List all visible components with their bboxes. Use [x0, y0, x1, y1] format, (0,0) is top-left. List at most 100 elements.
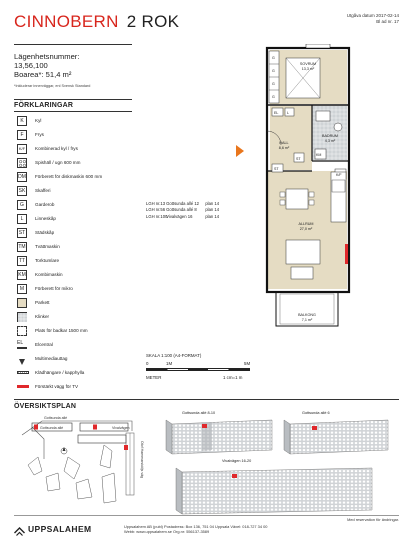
street-label: Gottsunda allé [44, 416, 67, 420]
legend-label: Elcentral [35, 342, 53, 347]
legend-label: Förberett för diskmaskin 600 mm [35, 174, 103, 179]
tv-wall-icon [17, 385, 29, 388]
brand-name: UPPSALAHEM [28, 524, 92, 534]
legend-code: L [17, 214, 27, 224]
legend-item: Klinker [14, 312, 119, 324]
plan-code: ST [296, 157, 301, 161]
sheet-number: Bl ad nr. 17 [376, 18, 399, 24]
bathtub-icon [17, 326, 27, 336]
legend-rule [14, 111, 132, 112]
plan-code: G [272, 95, 275, 99]
legend-code: EL [17, 340, 24, 346]
legend-item: Multimediauttag [14, 354, 119, 366]
unit-number-label: Lägenhetsnummer: [14, 52, 80, 61]
stove-icon [17, 158, 27, 168]
legend-code: SK [17, 186, 27, 196]
legend-code: K [17, 116, 27, 126]
legend-label: Plats för badkar 1500 mm [35, 328, 88, 333]
legend-item: M Förberett för mikro [14, 284, 119, 296]
room-area: 4,3 m² [325, 139, 336, 143]
plan-code: L [287, 111, 289, 115]
legend-item: K/F Kombinerad kyl / frys [14, 144, 119, 156]
legend-item: EL Elcentral [14, 340, 119, 352]
scale-tick: 5M [244, 361, 251, 366]
plan-code: G [272, 82, 275, 86]
legend-item: L Linneskåp [14, 214, 119, 226]
scale-graphic [146, 368, 250, 371]
legend-label: Klinker [35, 314, 50, 319]
site-plan: Gottsunda allé Gottsunda allé Vivalvägen… [14, 413, 149, 518]
legend-label: Spishäll / ugn 600 mm [35, 160, 81, 165]
legend-item: G Garderob [14, 200, 119, 212]
legend-code: G [17, 200, 27, 210]
legend-label: Klädhängare / kapphylla [35, 370, 85, 375]
room-area: 13,3 m² [302, 67, 315, 71]
parquet-swatch [17, 298, 27, 308]
unit-info: Lägenhetsnummer: 13,56,100 Boarea*: 51,4… [14, 52, 79, 79]
legend-label: Torktumlare [35, 258, 59, 263]
contact-info: Uppsalahem AB (publ) Postadress: Box 136… [124, 524, 267, 535]
room-name: ALLRUM [299, 222, 314, 226]
legend-code: K/F [17, 144, 27, 154]
legend-label: Frys [35, 132, 44, 137]
legend-label: Skafferi [35, 188, 51, 193]
issue-date: Utgåva datum 2017-02-14 [346, 13, 399, 18]
plan-code: KM [316, 153, 321, 157]
scale-tick: 1M [166, 361, 173, 366]
plan-code: G [272, 56, 275, 60]
plan-code: K/F [336, 173, 342, 177]
legend-label: Multimediauttag [35, 356, 68, 361]
media-outlet-icon [17, 354, 27, 365]
legend-item: Förstärkt vägg för TV [14, 382, 119, 394]
title-rule [14, 44, 132, 45]
room-area: 27,0 m² [300, 227, 313, 231]
legend-code: ST [17, 228, 27, 238]
overview-rule [14, 399, 399, 400]
legend-label: Förberett för mikro [35, 286, 73, 291]
legend-label: Städskåp [35, 230, 55, 235]
unit-area: Boarea*: 51,4 m² [14, 70, 72, 79]
legend-label: Tvättmaskin [35, 244, 60, 249]
unit-numbers: 13,56,100 [14, 61, 48, 70]
project-name: CINNOBERN [14, 12, 119, 31]
room-area: 7,1 m² [302, 318, 313, 322]
footer-rule [14, 515, 399, 516]
legend-item: Parkett [14, 298, 119, 310]
legend-code: M [17, 284, 27, 294]
scale-title: SKALA 1:100 (A4-FORMAT) [146, 353, 202, 358]
legend-title: FÖRKLARINGAR [14, 102, 74, 109]
room-name: HALL [279, 141, 288, 145]
floor-plan: G G G G EL L KM ST K/F ST SOVRUM 13,3 m²… [228, 43, 358, 349]
legend-code: TT [17, 256, 27, 266]
plan-code: G [272, 69, 275, 73]
legend-label: Linneskåp [35, 216, 56, 221]
apartment-row: LGH nr.56 Gottsunda allé 8 plan 14 [146, 207, 220, 213]
entrance-arrow-icon [236, 145, 244, 157]
legend-item: SK Skafferi [14, 186, 119, 198]
legend-item: F Frys [14, 130, 119, 142]
block-label: Gottsunda allé 6 [302, 411, 330, 415]
apartment-row: LGH nr.100 Vivalvägen 16 plan 14 [146, 213, 220, 219]
plan-code: ST [274, 167, 279, 171]
contact-line: Webb: www.uppsalahem.se Org.nr: 556137-3… [124, 529, 210, 535]
block-label: Gottsunda allé 8-10 [182, 411, 216, 415]
street-label: Olof Hammarsköljs väg [140, 441, 144, 478]
legend-label: Kombinerad kyl / frys [35, 146, 78, 151]
apartment-row: LGH nr.13 Gottsunda allé 12 plan 14 [146, 201, 220, 206]
scale-tick: 0 [146, 361, 149, 366]
apartment-list: LGH nr.13 Gottsunda allé 12 plan 14 LGH … [146, 201, 219, 220]
legend-code: F [17, 130, 27, 140]
legend-label: Garderob [35, 202, 55, 207]
legend-label: Förstärkt vägg för TV [35, 384, 79, 389]
coat-rack-icon [17, 371, 29, 374]
contact-line: Uppsalahem AB (publ) Postadress: Box 136… [124, 524, 268, 529]
street-label: Gottsunda allé [40, 426, 63, 430]
legend-item: Spishäll / ugn 600 mm [14, 158, 119, 170]
legend-item: TT Torktumlare [14, 256, 119, 268]
room-name: BADRUM [322, 134, 338, 138]
room-name: SOVRUM [300, 62, 316, 66]
